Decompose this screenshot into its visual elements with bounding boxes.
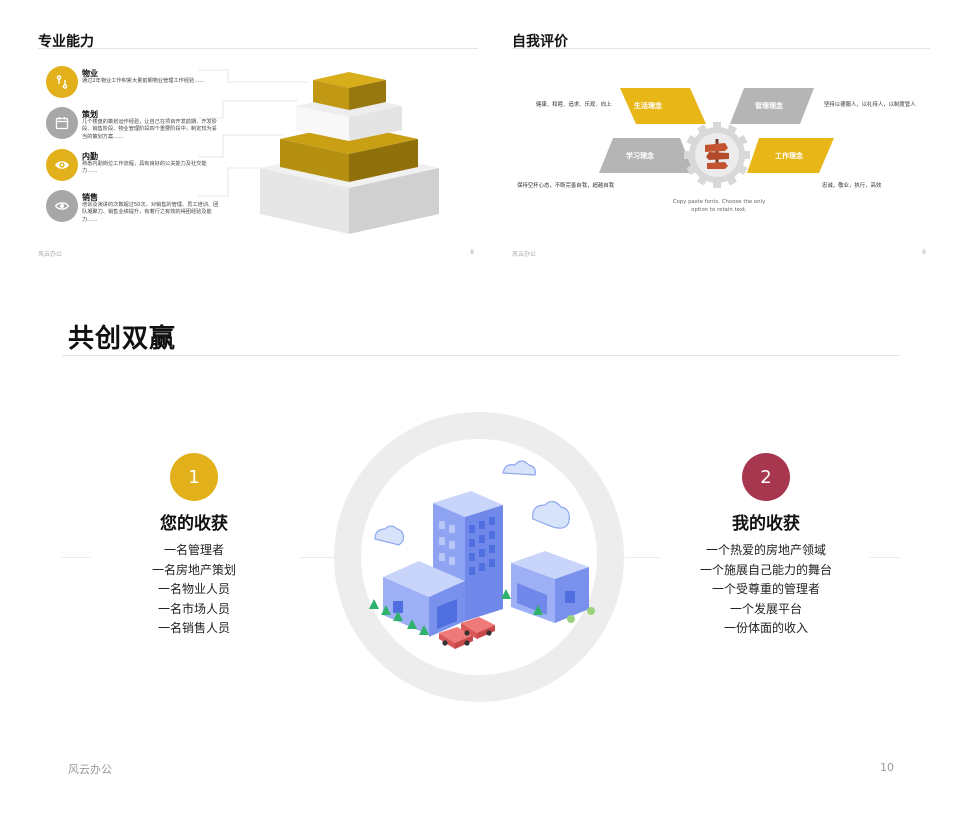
building-icon xyxy=(383,491,589,637)
my-gain-title: 我的收获 xyxy=(732,514,800,534)
slide-page-number: 8 xyxy=(470,249,474,256)
title-divider xyxy=(62,355,900,356)
title-divider xyxy=(512,48,930,49)
slide-footer: 风云办公 xyxy=(38,251,63,258)
list-item: 一名管理者 xyxy=(163,543,224,557)
learn-concept-shape xyxy=(599,138,694,173)
skill-desc: 几个楼盘的策划运作经验，让自己在项目开发前期、开发阶段、销售阶段、物业管理阶段四… xyxy=(82,119,217,140)
page-number: 10 xyxy=(880,761,894,774)
decorative-line xyxy=(625,557,661,558)
pyramid-chart xyxy=(260,72,439,234)
calendar-icon xyxy=(46,107,78,139)
life-concept-text: 健康、和睦、追求、乐观、向上 xyxy=(536,102,612,108)
number-badge-1: 1 xyxy=(170,453,218,501)
car-icon xyxy=(439,617,495,649)
list-item: 一个施展自己能力的舞台 xyxy=(699,562,832,577)
connector-lines xyxy=(198,69,308,197)
decorative-line xyxy=(300,557,336,558)
skill-item-sales: 销售 培训及演讲的次数超过50次，对销售的管理、员工培训、团队凝聚力、销售业绩提… xyxy=(46,190,236,230)
slide-thumbnail-8[interactable]: 专业能力 物业 通过2年物业工作积累大量前期物业管理工作经验…… 策划 几个楼盘… xyxy=(38,0,478,262)
skill-item-property: 物业 通过2年物业工作积累大量前期物业管理工作经验…… xyxy=(46,66,236,106)
skill-desc: 通过2年物业工作积累大量前期物业管理工作经验…… xyxy=(82,78,205,84)
skill-item-office: 内勤 熟悉内勤岗位工作流程，具有良好的公关能力及社交能力…… xyxy=(46,149,236,189)
route-icon xyxy=(46,66,78,98)
manage-concept-label: 管理理念 xyxy=(755,102,783,110)
your-gain-list: 一名管理者 一名房地产策划 一名物业人员 一名市场人员 一名销售人员 xyxy=(84,541,304,639)
skill-name: 物业 xyxy=(82,69,98,78)
life-concept-label: 生活理念 xyxy=(634,102,662,110)
self-evaluation-diagram xyxy=(599,88,834,188)
slide-thumbnail-9[interactable]: 自我评价 xyxy=(512,0,930,262)
slide-page-number: 9 xyxy=(922,249,926,256)
learn-concept-label: 学习理念 xyxy=(626,152,654,160)
list-item: 一个受尊重的管理者 xyxy=(711,582,820,596)
gear-icon xyxy=(684,122,750,188)
my-gain-list: 一个热爱的房地产领域 一个施展自己能力的舞台 一个受尊重的管理者 一个发展平台 … xyxy=(656,541,876,639)
eye-closed-icon xyxy=(46,190,78,222)
list-item: 一份体面的收入 xyxy=(723,621,808,635)
skill-item-planning: 策划 几个楼盘的策划运作经验，让自己在项目开发前期、开发阶段、销售阶段、物业管理… xyxy=(46,107,236,147)
slide-title: 专业能力 xyxy=(38,34,94,50)
list-item: 一名房地产策划 xyxy=(151,562,236,577)
office-building-illustration xyxy=(334,412,624,702)
list-item: 一个发展平台 xyxy=(729,601,802,616)
skill-desc: 熟悉内勤岗位工作流程，具有良好的公关能力及社交能力…… xyxy=(82,161,207,175)
work-concept-label: 工作理念 xyxy=(775,152,803,160)
list-item: 一名市场人员 xyxy=(157,601,230,616)
skill-name: 策划 xyxy=(82,110,98,119)
slide-footer: 风云办公 xyxy=(512,251,537,258)
copy-note: Copy paste fonts. Choose the only option… xyxy=(672,199,766,213)
list-item: 一名物业人员 xyxy=(157,582,230,596)
manage-concept-text: 坚持以德服人，以礼待人，以制度管人 xyxy=(824,102,916,108)
page-title: 共创双赢 xyxy=(68,324,177,354)
skill-desc: 培训及演讲的次数超过50次，对销售的管理、员工培训、团队凝聚力、销售业绩提升，有… xyxy=(82,202,219,223)
decorative-line xyxy=(62,557,90,558)
work-concept-shape xyxy=(747,138,834,173)
work-concept-text: 忠诚，敬业，执行，高效 xyxy=(822,183,882,189)
your-gain-title: 您的收获 xyxy=(160,514,228,534)
skill-name: 内勤 xyxy=(82,152,98,161)
eye-icon xyxy=(46,149,78,181)
learn-concept-text: 保持空杯心态，不断完善自我，超越自我 xyxy=(517,183,615,189)
skill-name: 销售 xyxy=(82,193,98,202)
title-divider xyxy=(38,48,478,49)
slide-title: 自我评价 xyxy=(512,34,568,50)
list-item: 一个热爱的房地产领域 xyxy=(705,543,826,557)
cloud-icon xyxy=(374,460,570,546)
manage-concept-shape xyxy=(730,88,814,124)
number-badge-2: 2 xyxy=(742,453,790,501)
tree-icon xyxy=(369,589,595,635)
list-item: 一名销售人员 xyxy=(157,621,230,635)
life-concept-shape xyxy=(620,88,706,124)
page-footer: 风云办公 xyxy=(68,763,112,776)
decorative-line xyxy=(870,557,900,558)
